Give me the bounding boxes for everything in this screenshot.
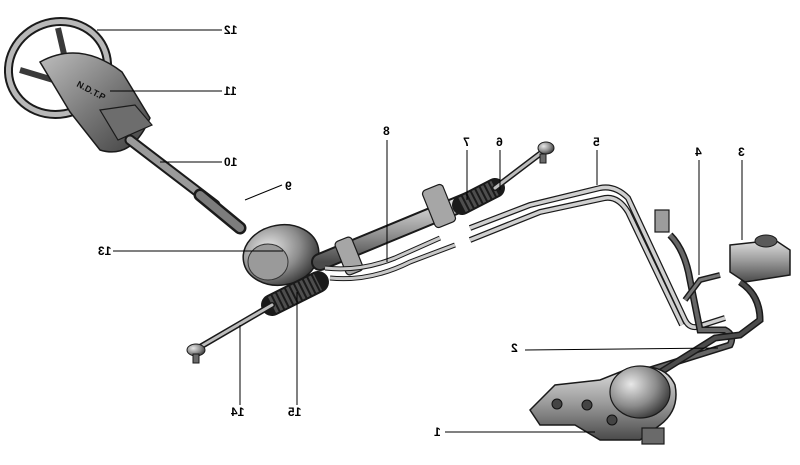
hydraulic-lines <box>468 184 764 388</box>
label-5: 5 <box>593 135 600 149</box>
power-steering-pump <box>529 365 677 445</box>
label-15: 15 <box>288 405 302 419</box>
steering-gear-housing <box>242 223 320 287</box>
label-10: 10 <box>224 155 238 169</box>
label-6: 6 <box>496 135 503 149</box>
leader-lines <box>97 29 743 433</box>
label-12: 12 <box>224 23 238 37</box>
steering-shaft <box>124 134 247 235</box>
label-9: 9 <box>285 179 292 193</box>
left-bellows <box>261 271 329 316</box>
rack-housing <box>311 183 479 282</box>
label-2: 2 <box>511 341 518 355</box>
label-7: 7 <box>463 135 470 149</box>
label-14: 14 <box>231 405 245 419</box>
left-tie-rod <box>186 302 275 364</box>
label-8: 8 <box>383 124 390 138</box>
label-1: 1 <box>434 425 441 439</box>
fluid-reservoir <box>729 234 791 283</box>
label-11: 11 <box>224 84 237 98</box>
label-4: 4 <box>695 145 702 159</box>
column-shroud: N.D.T.P <box>38 52 153 153</box>
right-bellows <box>452 178 505 215</box>
label-13: 13 <box>98 244 112 258</box>
label-3: 3 <box>738 145 745 159</box>
right-tie-rod <box>492 141 555 191</box>
